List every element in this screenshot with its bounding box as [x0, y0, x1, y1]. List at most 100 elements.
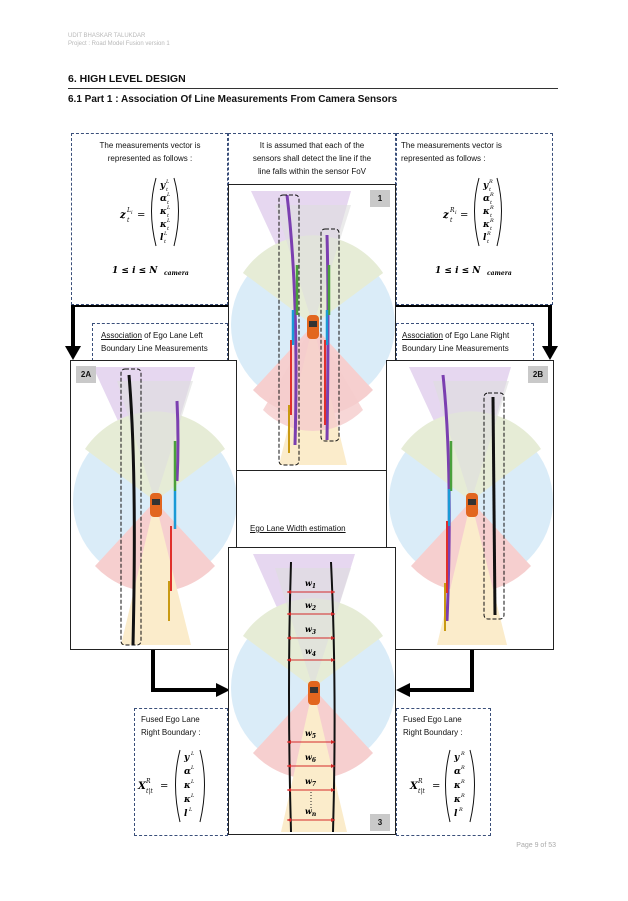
width-label-4: w4: [305, 646, 316, 658]
subsection-title: 6.1 Part 1 : Association Of Line Measure…: [68, 94, 398, 105]
svg-text:κ: κ: [453, 781, 461, 791]
svg-text:α: α: [454, 767, 461, 777]
fused-left-box: [134, 708, 228, 836]
tag-3: 3: [370, 814, 390, 831]
svg-text:=: =: [432, 781, 440, 792]
svg-text:κ: κ: [482, 207, 490, 217]
svg-text:t: t: [167, 213, 170, 219]
svg-text:L: L: [190, 765, 195, 771]
svg-text:l: l: [184, 809, 188, 819]
svg-text:t: t: [490, 200, 493, 206]
svg-text:X: X: [137, 781, 147, 792]
width-label-5: w5: [305, 728, 316, 740]
svg-text:t|t: t|t: [146, 788, 153, 795]
page-number: Page 9 of 53: [516, 842, 556, 849]
svg-text:α: α: [160, 194, 167, 204]
assoc-right-caption: Association of Ego Lane Right Boundary L…: [402, 331, 510, 353]
width-label-8: wn: [305, 806, 316, 818]
svg-text:y: y: [453, 753, 460, 763]
svg-text:=: =: [460, 210, 468, 221]
width-arrowhead: [287, 764, 291, 768]
tag-1: 1: [370, 190, 390, 207]
width-title: Ego Lane Width estimation: [250, 524, 346, 533]
fov-diagram-2a: [73, 367, 236, 646]
svg-text:L: L: [166, 192, 171, 198]
svg-text:camera: camera: [164, 270, 189, 277]
width-arrowhead: [287, 612, 291, 616]
svg-text:l: l: [483, 233, 487, 243]
svg-text:R: R: [489, 205, 494, 211]
tag-2b: 2B: [528, 366, 548, 383]
svg-text:κ: κ: [482, 220, 490, 230]
svg-text:L: L: [190, 751, 195, 757]
svg-text:t: t: [167, 200, 170, 206]
svg-text:L: L: [163, 231, 168, 237]
svg-text:R: R: [417, 778, 423, 785]
width-label-2: w2: [305, 600, 316, 612]
frame-2b-right-association: [386, 360, 554, 650]
header-project: Project : Road Model Fusion version 1: [68, 41, 170, 47]
svg-text:R: R: [489, 218, 494, 224]
svg-text:L: L: [188, 807, 193, 813]
svg-text:L: L: [190, 793, 195, 799]
width-arrowhead: [331, 764, 335, 768]
svg-text:1 ≤ i ≤ N: 1 ≤ i ≤ N: [112, 266, 158, 276]
svg-text:α: α: [184, 767, 191, 777]
svg-text:y: y: [183, 753, 190, 763]
section-title: 6. HIGH LEVEL DESIGN: [68, 73, 186, 85]
width-label-1: w1: [305, 578, 316, 590]
svg-text:z: z: [442, 210, 449, 221]
title-rule: [68, 88, 558, 89]
assoc-left-box: [92, 323, 228, 361]
width-arrowhead: [287, 636, 291, 640]
width-arrowhead: [331, 612, 335, 616]
svg-text:=: =: [160, 781, 168, 792]
svg-text:l: l: [160, 233, 164, 243]
center-note-box: [228, 133, 396, 185]
svg-text:R: R: [460, 751, 465, 757]
svg-text:R: R: [460, 779, 465, 785]
assoc-right-box: [396, 323, 534, 361]
width-arrowhead: [331, 788, 335, 792]
svg-text:y: y: [482, 181, 489, 191]
svg-text:t: t: [490, 226, 493, 232]
svg-text:t: t: [487, 239, 490, 245]
width-arrowhead: [331, 658, 335, 662]
svg-text:i: i: [131, 210, 133, 216]
svg-text:camera: camera: [487, 270, 512, 277]
svg-text:t: t: [164, 239, 167, 245]
svg-text:L: L: [166, 218, 171, 224]
width-arrowhead: [331, 740, 335, 744]
svg-text:R: R: [488, 179, 493, 185]
svg-text:l: l: [454, 809, 458, 819]
width-arrowhead: [287, 590, 291, 594]
svg-text:R: R: [460, 765, 465, 771]
frame-2a-left-association: [70, 360, 237, 650]
svg-text:t: t: [450, 217, 453, 224]
width-arrowhead: [331, 590, 335, 594]
svg-text:t: t: [489, 187, 492, 193]
width-arrowhead: [287, 740, 291, 744]
svg-text:κ: κ: [183, 795, 191, 805]
svg-text:=: =: [137, 210, 145, 221]
svg-text:L: L: [166, 205, 171, 211]
svg-text:R: R: [145, 778, 151, 785]
svg-text:i: i: [455, 210, 457, 216]
svg-text:R: R: [486, 231, 491, 237]
svg-text:t|t: t|t: [418, 788, 425, 795]
svg-text:κ: κ: [453, 795, 461, 805]
svg-text:1 ≤ i ≤ N: 1 ≤ i ≤ N: [435, 266, 481, 276]
frame-1-sensor-view: [228, 184, 396, 471]
svg-text:R: R: [458, 807, 463, 813]
tag-2a: 2A: [76, 366, 96, 383]
svg-text:L: L: [190, 779, 195, 785]
svg-text:κ: κ: [183, 781, 191, 791]
svg-text:R: R: [460, 793, 465, 799]
